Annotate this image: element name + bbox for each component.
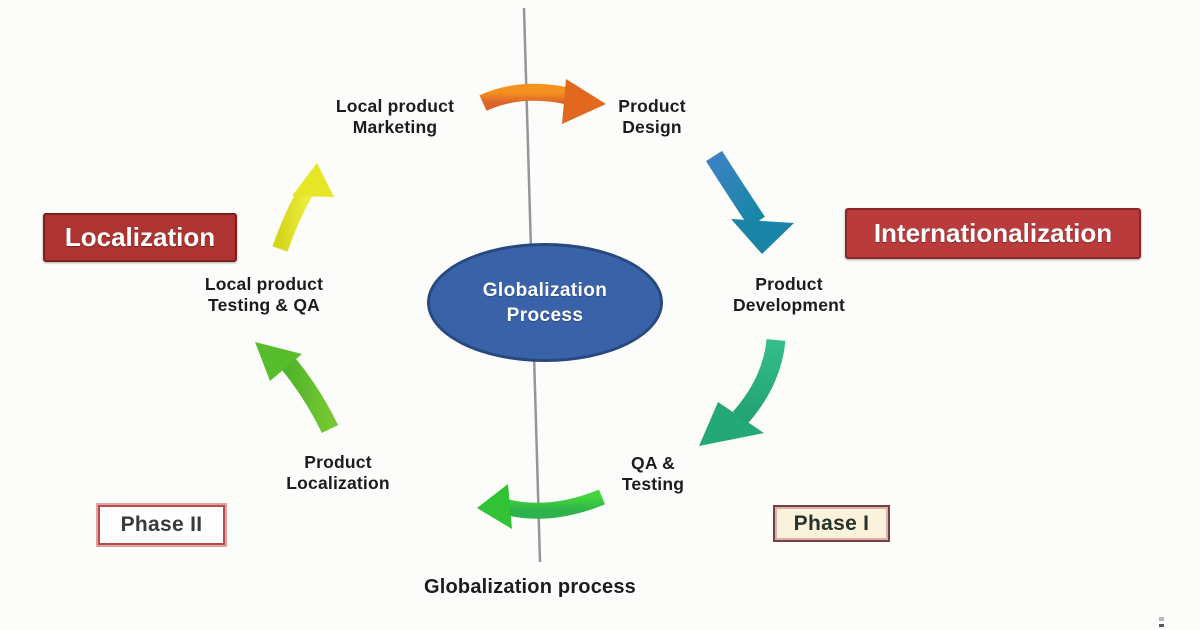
step-label-line: Product (618, 96, 686, 116)
arrow-development-to-qa (699, 338, 786, 446)
artifact-dot (1159, 624, 1164, 627)
step-label-line: Marketing (352, 117, 438, 137)
arrow-marketing-to-design (479, 79, 606, 124)
phase-1-label: Phase I (793, 511, 870, 535)
step-label-line: Local product (204, 274, 324, 294)
step-label-line: Localization (286, 473, 390, 493)
localization-badge-label: Localization (64, 222, 216, 252)
step-label-line: Development (732, 295, 846, 315)
phase-2-box: Phase II (98, 505, 225, 545)
step-label-line: Local product (335, 96, 455, 116)
step-label-line: Product (304, 452, 372, 472)
step-label-line: Testing (621, 474, 685, 494)
arrow-testing-to-marketing (272, 163, 334, 252)
phase-2-label: Phase II (120, 513, 203, 536)
step-label-line: Testing & QA (208, 295, 320, 315)
step-product-design: Product Design (572, 96, 732, 138)
step-label-line: Design (622, 117, 682, 137)
ellipse-line1: Globalization (482, 279, 608, 301)
arrow-qa-to-localization (477, 484, 605, 529)
ellipse-line2: Process (506, 304, 584, 326)
phase-1-box: Phase I (773, 505, 890, 542)
arrow-localization-to-testing (255, 342, 339, 433)
internationalization-badge: Internationalization (845, 208, 1141, 259)
step-label-line: QA & (631, 453, 675, 473)
corner-artifact-mark (1159, 617, 1165, 629)
step-product-development: Product Development (689, 274, 889, 316)
step-local-product-testing: Local product Testing & QA (164, 274, 364, 316)
step-local-product-marketing: Local product Marketing (295, 96, 495, 138)
artifact-dot (1159, 617, 1164, 621)
step-label-line: Product (755, 274, 823, 294)
step-qa-testing: QA & Testing (573, 453, 733, 495)
bottom-caption: Globalization process (423, 576, 637, 598)
localization-badge: Localization (43, 213, 237, 262)
globalization-process-ellipse: Globalization Process (427, 243, 663, 362)
internationalization-badge-label: Internationalization (873, 218, 1113, 248)
arrow-design-to-development (705, 150, 794, 254)
step-product-localization: Product Localization (238, 452, 438, 494)
